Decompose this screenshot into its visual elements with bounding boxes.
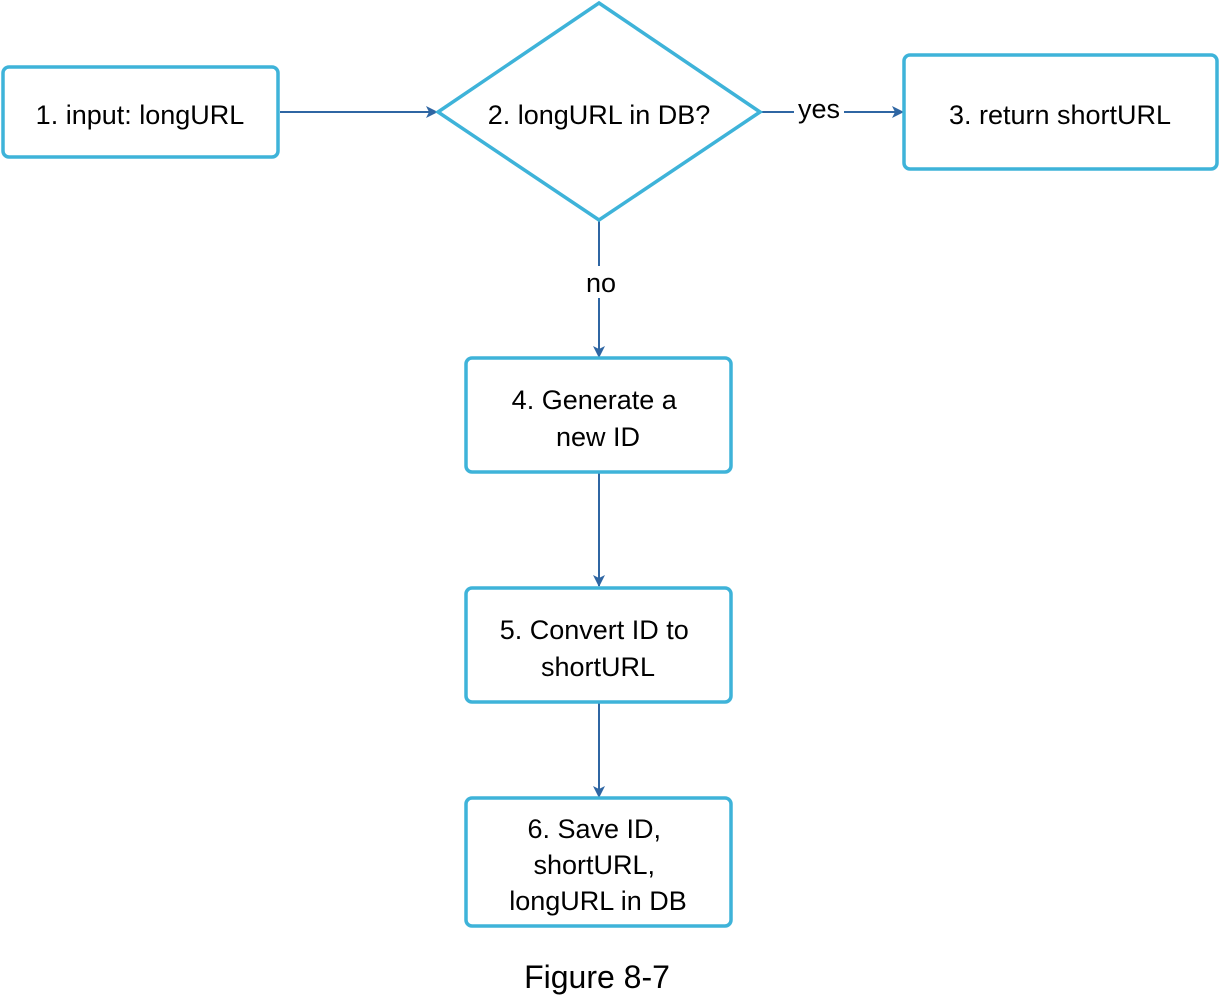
node-save-line-3: longURL in DB: [509, 886, 687, 916]
decision-diamond: [434, 0, 764, 223]
node-generate-line-1: 4. Generate a: [512, 385, 678, 415]
node-generate-box: [464, 356, 733, 474]
figure-caption: Figure 8-7: [524, 959, 670, 995]
edge-label-yes: yes: [798, 94, 840, 124]
node-save-line-1: 6. Save ID,: [527, 814, 661, 844]
node-convert-line-2: shortURL: [541, 652, 655, 682]
edge-label-no: no: [586, 268, 616, 298]
yes-label-background: [794, 94, 844, 124]
node-return-label: 3. return shortURL: [949, 100, 1171, 130]
edges: yes no: [280, 94, 904, 798]
node-input: 1. input: longURL: [1, 65, 280, 159]
node-save-label: 6. Save ID, shortURL, longURL in DB: [509, 814, 687, 916]
node-convert: 5. Convert ID to shortURL: [464, 586, 733, 704]
node-convert-line-1: 5. Convert ID to: [500, 615, 689, 645]
node-generate-label: 4. Generate a new ID: [512, 385, 685, 452]
node-check: 2. longURL in DB?: [434, 0, 764, 223]
node-generate-line-2: new ID: [556, 422, 640, 452]
node-save: 6. Save ID, shortURL, longURL in DB: [464, 796, 733, 928]
no-label-background: [578, 266, 622, 298]
node-generate: 4. Generate a new ID: [464, 356, 733, 474]
node-input-label: 1. input: longURL: [36, 100, 245, 130]
node-check-label: 2. longURL in DB?: [488, 100, 711, 130]
node-save-line-2: shortURL,: [533, 850, 655, 880]
node-convert-box: [464, 586, 733, 704]
node-return-box: [902, 53, 1219, 171]
node-return: 3. return shortURL: [902, 53, 1219, 171]
node-input-box: [1, 65, 280, 159]
node-convert-label: 5. Convert ID to shortURL: [500, 615, 697, 682]
node-save-box: [464, 796, 733, 928]
